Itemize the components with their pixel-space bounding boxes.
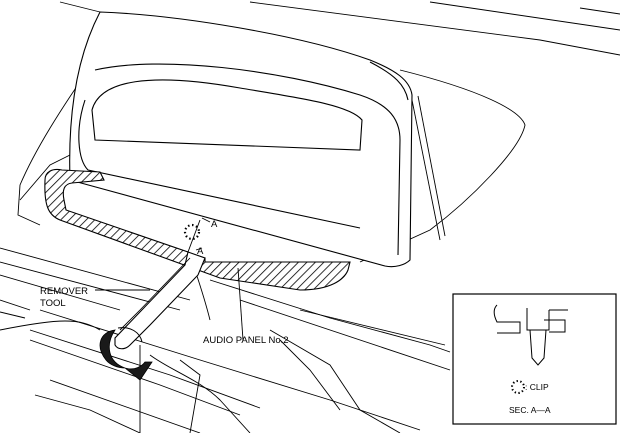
section-marker-top: A [211,219,218,230]
remover-tool-label: REMOVER [40,286,88,297]
section-inset: : CLIP SEC. A—A [452,293,617,425]
remover-tool-label-2: TOOL [40,298,66,309]
curved-arrow-icon [99,327,153,381]
section-marker-bottom: A [197,246,204,257]
section-line [187,217,211,253]
leader-lines [95,267,244,341]
display-hood [69,11,413,268]
clip-legend-label: : CLIP [525,382,549,392]
section-title: SEC. A—A [509,405,551,415]
clip-marker-icon [183,223,201,241]
clip-legend-icon [511,380,525,394]
remover-tool [114,251,206,350]
audio-panel-label: AUDIO PANEL No.2 [203,335,289,346]
